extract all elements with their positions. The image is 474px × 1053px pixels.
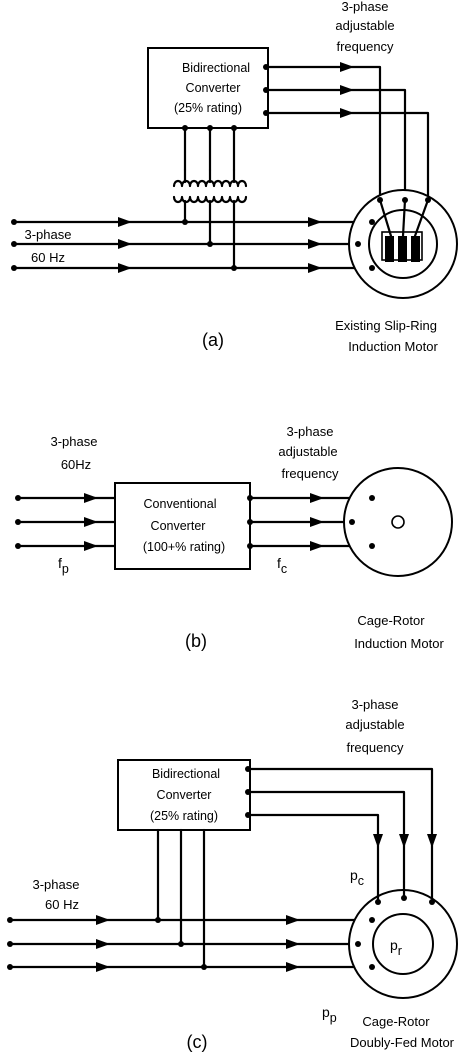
a-converter-input-lines (182, 125, 237, 172)
c-motor-label-line1: Cage-Rotor (362, 1014, 430, 1029)
a-output-label-line1: 3-phase (342, 0, 389, 14)
panel-a: 3-phase adjustable frequency Bidirection… (11, 0, 458, 354)
b-output-frequency-label: fc (277, 555, 287, 576)
b-conventional-converter-box (114, 482, 251, 570)
b-input-frequency-label: fp (58, 555, 69, 576)
b-output-label-line2: adjustable (278, 444, 337, 459)
a-panel-label: (a) (202, 330, 224, 350)
c-output-label-line3: frequency (346, 740, 404, 755)
c-supply-lines (7, 915, 374, 972)
b-converter-line1: Conventional (144, 497, 217, 511)
a-output-label-line3: frequency (336, 39, 394, 54)
b-motor-label-line2: Induction Motor (354, 636, 444, 651)
a-converter-line2: Converter (186, 81, 241, 95)
a-bidirectional-converter-box (147, 47, 269, 129)
a-transformer-icon (172, 168, 248, 271)
b-panel-label: (b) (185, 631, 207, 651)
b-converter-line3: (100+% rating) (143, 540, 225, 554)
a-supply-lines (11, 217, 374, 273)
b-input-label-line2: 60Hz (61, 457, 91, 472)
c-converter-line3: (25% rating) (150, 809, 218, 823)
c-converter-line2: Converter (157, 788, 212, 802)
c-control-winding-label: pc (350, 867, 364, 888)
c-motor-label-line2: Doubly-Fed Motor (350, 1035, 455, 1050)
c-power-winding-label: pp (322, 1004, 337, 1025)
a-motor-label-line1: Existing Slip-Ring (335, 318, 437, 333)
c-bidirectional-converter-box (117, 759, 251, 831)
b-input-label-line1: 3-phase (51, 434, 98, 449)
a-output-label-line2: adjustable (335, 18, 394, 33)
a-slip-ring-motor-icon (348, 189, 458, 299)
panel-b: 3-phase 60Hz 3-phase adjustable frequenc… (15, 424, 453, 651)
c-doubly-fed-motor-icon (348, 880, 458, 999)
a-input-label-line2: 60 Hz (31, 250, 65, 265)
c-converter-output-lines (245, 766, 437, 904)
b-converter-line2: Converter (151, 519, 206, 533)
c-panel-label: (c) (187, 1032, 208, 1052)
c-converter-line1: Bidirectional (152, 767, 220, 781)
c-input-label-line1: 3-phase (33, 877, 80, 892)
panel-c: 3-phase adjustable frequency Bidirection… (7, 697, 458, 1052)
c-output-label-line1: 3-phase (352, 697, 399, 712)
a-input-label-line1: 3-phase (25, 227, 72, 242)
b-output-label-line3: frequency (281, 466, 339, 481)
b-output-label-line1: 3-phase (287, 424, 334, 439)
c-converter-input-lines (155, 828, 207, 970)
c-output-label-line2: adjustable (345, 717, 404, 732)
b-input-lines (15, 493, 119, 551)
b-motor-label-line1: Cage-Rotor (357, 613, 425, 628)
a-converter-line1: Bidirectional (182, 61, 250, 75)
a-motor-label-line2: Induction Motor (348, 339, 438, 354)
a-converter-output-lines (263, 62, 430, 202)
c-input-label-line2: 60 Hz (45, 897, 79, 912)
b-cage-rotor-motor-icon (343, 467, 453, 577)
c-rotor-label: pr (390, 937, 402, 958)
a-converter-line3: (25% rating) (174, 101, 242, 115)
